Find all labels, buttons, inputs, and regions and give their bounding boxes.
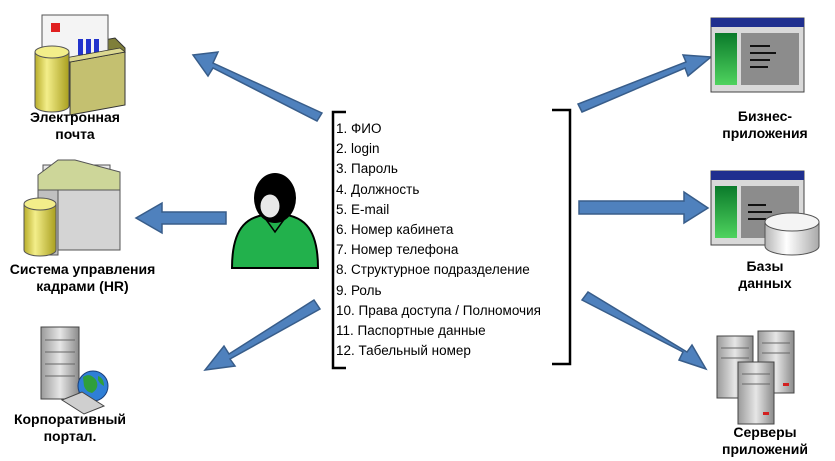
- attribute-item: 10. Права доступа / Полномочия: [336, 302, 541, 318]
- app-window-icon: [710, 17, 805, 93]
- server-towers-icon: [716, 330, 795, 425]
- portal-label-line-2: портал.: [43, 428, 97, 444]
- attribute-item: 1. ФИО: [336, 121, 382, 136]
- email-label: Электронная почта: [5, 109, 145, 143]
- arrow-to-databases: [578, 190, 710, 225]
- hr-label: Система управления кадрами (HR): [0, 261, 165, 295]
- mail-folder-icon: [34, 14, 126, 116]
- databases-label-line-2: данных: [738, 275, 792, 291]
- databases-label: Базы данных: [700, 258, 830, 292]
- arrow-to-portal: [203, 298, 322, 371]
- portal-server-globe-icon: [40, 326, 109, 415]
- attribute-item: 9. Роль: [336, 282, 382, 298]
- attribute-item: 3. Пароль: [336, 161, 398, 177]
- attribute-item: 4. Должность: [336, 181, 420, 197]
- attribute-item: 8. Структурное подразделение: [336, 262, 530, 278]
- arrow-to-hr: [134, 201, 227, 235]
- user-attributes-list: 1. ФИО 2. login 3. Пароль 4. Должность 5…: [336, 119, 541, 361]
- right-bracket: [552, 108, 572, 366]
- business-apps-label: Бизнес- приложения: [700, 108, 830, 142]
- database-window-icon: [710, 170, 820, 256]
- arrow-to-business-apps: [576, 54, 713, 113]
- arrows: [134, 51, 713, 371]
- arrow-to-email: [191, 51, 324, 122]
- hr-label-line-2: кадрами (HR): [36, 278, 129, 294]
- user-icon: [230, 173, 320, 269]
- business-apps-label-line-2: приложения: [722, 125, 808, 141]
- app-servers-label-line-1: Серверы: [733, 424, 797, 440]
- email-label-line-2: почта: [55, 126, 95, 142]
- attribute-item: 11. Паспортные данные: [336, 323, 486, 339]
- left-bracket: [331, 110, 346, 370]
- app-servers-label: Серверы приложений: [700, 424, 830, 458]
- app-servers-label-line-2: приложений: [722, 441, 808, 457]
- hr-label-line-1: Система управления: [9, 261, 156, 277]
- attribute-item: 12. Табельный номер: [336, 343, 471, 359]
- portal-label-line-1: Корпоративный: [13, 411, 127, 427]
- hr-folder-icon: [23, 159, 121, 257]
- attribute-item: 2. login: [336, 141, 380, 157]
- business-apps-label-line-1: Бизнес-: [737, 108, 793, 124]
- attribute-item: 7. Номер телефона: [336, 242, 459, 258]
- email-label-line-1: Электронная: [30, 109, 120, 125]
- portal-label: Корпоративный портал.: [0, 411, 140, 445]
- attribute-item: 6. Номер кабинета: [336, 222, 454, 238]
- arrow-to-app-servers: [580, 291, 708, 371]
- databases-label-line-1: Базы: [746, 258, 784, 274]
- attribute-item: 5. E-mail: [336, 201, 390, 217]
